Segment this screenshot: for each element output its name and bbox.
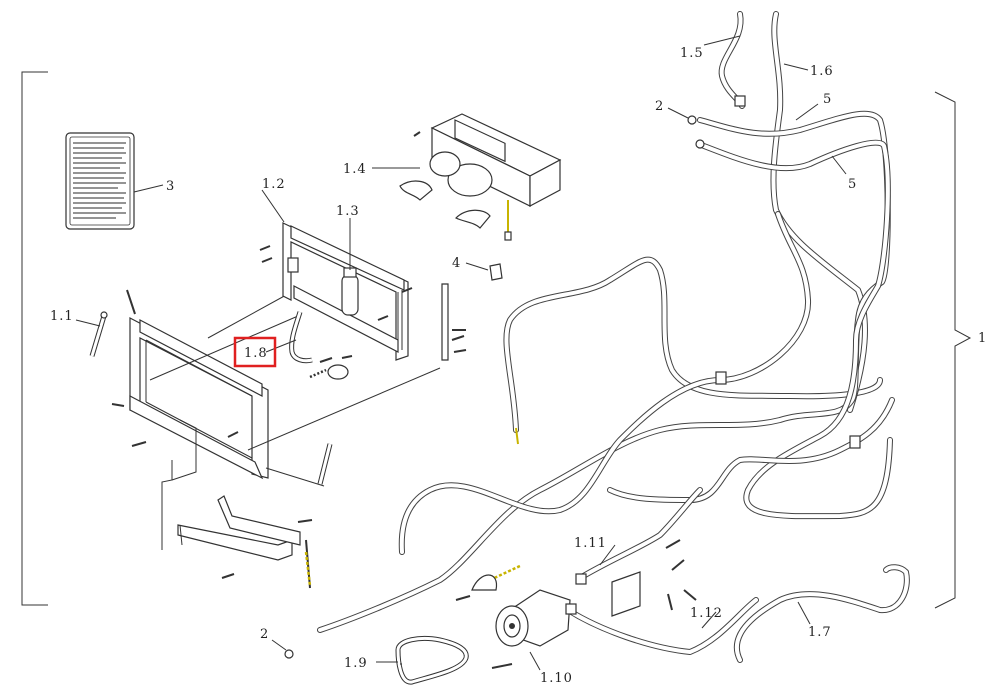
label-1: 1 — [978, 331, 987, 346]
clip — [849, 435, 861, 449]
label-4: 4 — [452, 256, 461, 271]
nut-2-bottom — [284, 649, 294, 659]
fitting-2-top — [687, 95, 746, 149]
drain-hose — [504, 257, 882, 432]
leader — [247, 367, 441, 451]
clip — [715, 371, 727, 385]
condenser-core — [259, 222, 413, 361]
label-1-6: 1.6 — [810, 64, 834, 79]
leader — [265, 467, 325, 487]
hose-1-5 — [719, 12, 744, 108]
fitting-4 — [489, 263, 503, 281]
mount-bracket — [611, 539, 697, 617]
hose-5-lower — [702, 140, 892, 519]
decal-sheet — [65, 132, 135, 230]
label-1-10: 1.10 — [540, 671, 573, 686]
hose-1-8 — [289, 311, 313, 364]
gas-strut-left — [89, 311, 108, 357]
label-1-5: 1.5 — [680, 46, 704, 61]
hose-1-7 — [734, 565, 909, 662]
condenser-frame — [129, 317, 269, 480]
gas-strut-right — [317, 443, 333, 485]
label-5-b: 5 — [848, 177, 857, 192]
cooling-unit — [399, 113, 562, 241]
condenser-bracket — [441, 283, 467, 361]
left-bracket — [21, 71, 48, 606]
lower-bracket — [177, 495, 313, 589]
label-1-1: 1.1 — [50, 309, 74, 324]
label-1-11: 1.11 — [574, 536, 607, 551]
leader — [171, 419, 197, 481]
label-2-bottom: 2 — [260, 627, 269, 642]
return-hose — [399, 212, 811, 554]
label-1-9: 1.9 — [344, 656, 368, 671]
label-1-3: 1.3 — [336, 204, 360, 219]
clamp-assembly — [309, 355, 353, 380]
label-1-12: 1.12 — [690, 606, 723, 621]
label-5-a: 5 — [823, 92, 832, 107]
label-3: 3 — [166, 179, 175, 194]
receiver-drier — [341, 218, 359, 316]
leader — [207, 293, 289, 339]
label-1-4: 1.4 — [343, 162, 367, 177]
leader — [149, 315, 299, 381]
label-1-8: 1.8 — [244, 346, 268, 361]
label-1-2: 1.2 — [262, 177, 286, 192]
highlight-box-1-8 — [233, 336, 277, 368]
hose-1-6 — [771, 12, 867, 412]
leader — [161, 460, 173, 550]
label-2-top: 2 — [655, 99, 664, 114]
compressor — [455, 564, 587, 669]
hose-1-12 — [566, 598, 758, 654]
hose-1-11 — [578, 488, 702, 580]
right-brace — [934, 91, 972, 609]
label-1-7: 1.7 — [808, 625, 832, 640]
frame-bolts — [111, 289, 239, 447]
